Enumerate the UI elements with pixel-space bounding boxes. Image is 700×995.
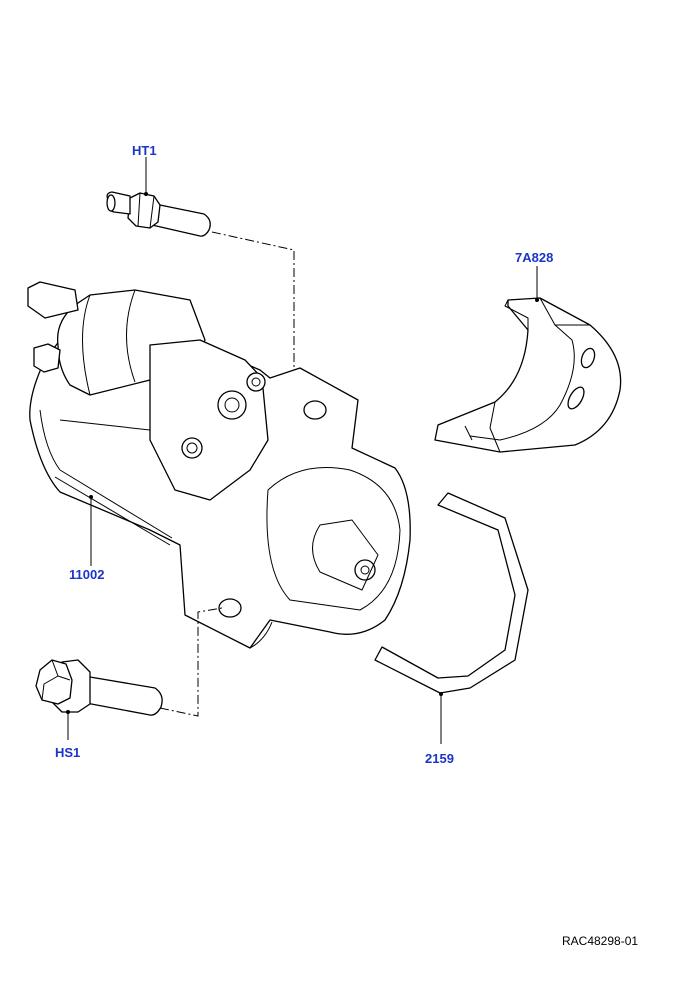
callout-2159[interactable]: 2159 [425,751,454,766]
stud-bolt-ht1-drawing [106,157,211,237]
callout-hs1[interactable]: HS1 [55,745,81,760]
callout-7a828[interactable]: 7A828 [515,250,554,265]
diagram-reference-code: RAC48298-01 [562,934,639,948]
heat-shield-7a828-drawing [434,266,622,453]
callout-ht1[interactable]: HT1 [132,143,157,158]
hs1-centre-line [159,607,223,717]
callout-11002[interactable]: 11002 [69,567,105,582]
bracket-2159-drawing [374,492,529,744]
flange-bolt-hs1-drawing [35,659,163,740]
starter-motor-11002-drawing [27,281,411,649]
